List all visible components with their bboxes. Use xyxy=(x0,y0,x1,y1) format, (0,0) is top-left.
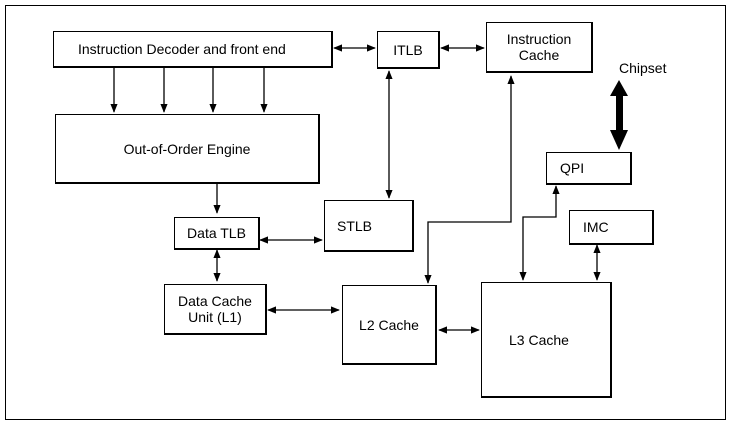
data-cache-unit-block: Data Cache Unit (L1) xyxy=(164,284,267,335)
itlb-label: ITLB xyxy=(393,41,423,58)
data-cache-unit-label: Data Cache Unit (L1) xyxy=(178,293,252,325)
chipset-qpi-arrow xyxy=(610,80,628,150)
l2-cache-label: L2 Cache xyxy=(359,316,419,333)
out-of-order-engine-label: Out-of-Order Engine xyxy=(123,140,251,157)
l3-cache-block: L3 Cache xyxy=(481,282,612,398)
icache-l2-arrow xyxy=(424,75,515,284)
imc-block: IMC xyxy=(569,210,654,245)
instruction-cache-label: Instruction Cache xyxy=(506,31,572,63)
out-of-order-engine-block: Out-of-Order Engine xyxy=(55,114,320,184)
diagram-frame xyxy=(5,5,726,420)
imc-label: IMC xyxy=(583,219,609,235)
qpi-l3-arrow xyxy=(519,185,560,281)
qpi-label: QPI xyxy=(560,160,585,176)
l3-cache-label: L3 Cache xyxy=(509,331,569,348)
stlb-block: STLB xyxy=(324,200,414,252)
instruction-decoder-label: Instruction Decoder and front end xyxy=(78,41,286,57)
chipset-label: Chipset xyxy=(619,60,667,76)
stlb-label: STLB xyxy=(337,217,373,234)
l2-cache-block: L2 Cache xyxy=(342,285,437,365)
data-tlb-block: Data TLB xyxy=(174,217,260,250)
data-tlb-label: Data TLB xyxy=(187,225,246,241)
instruction-decoder-block: Instruction Decoder and front end xyxy=(53,31,333,68)
qpi-block: QPI xyxy=(546,152,632,185)
itlb-block: ITLB xyxy=(377,31,440,69)
instruction-cache-block: Instruction Cache xyxy=(486,22,593,73)
